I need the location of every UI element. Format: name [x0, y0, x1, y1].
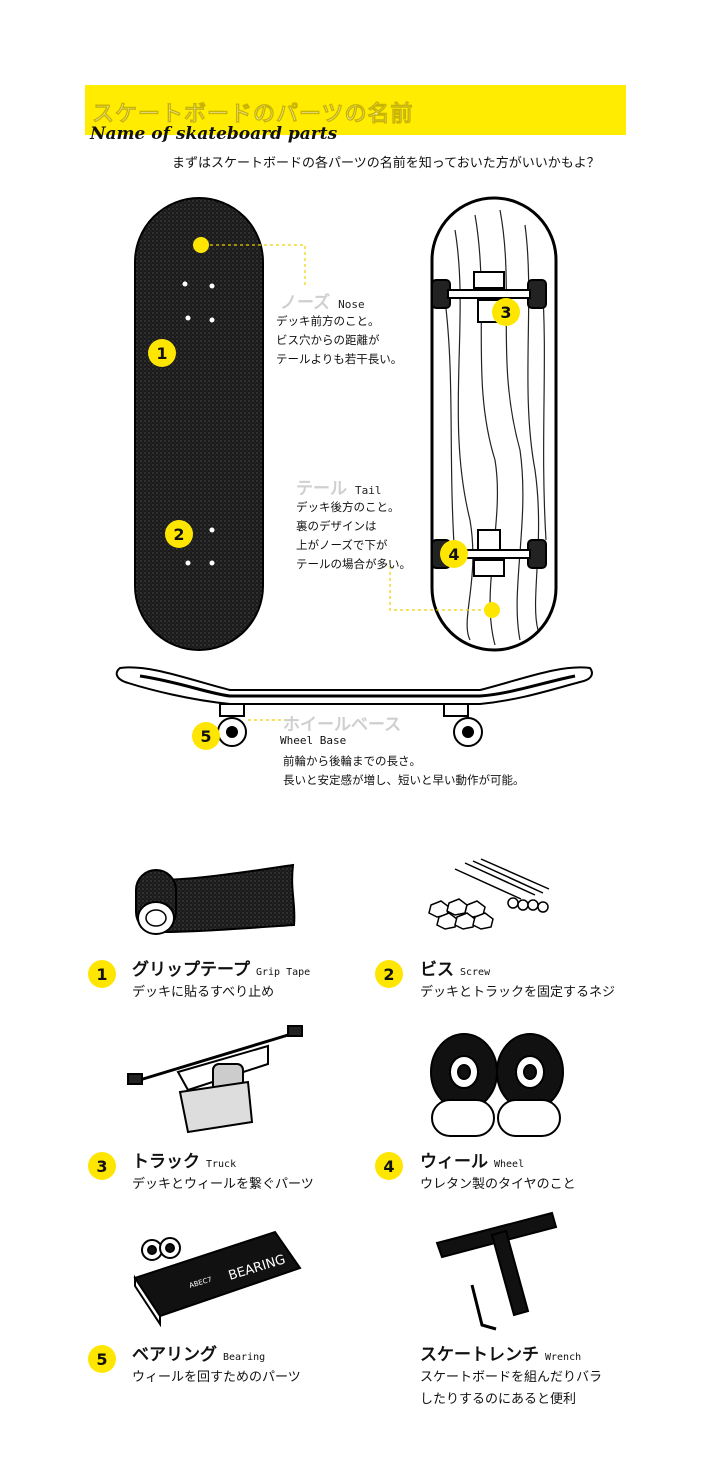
tail-marker — [484, 602, 500, 618]
part-5-name: ベアリング — [132, 1345, 217, 1365]
part-2-en: Screw — [460, 967, 491, 978]
part-3-en: Truck — [206, 1159, 237, 1170]
wrench-illustration — [435, 1211, 558, 1331]
part-3-desc: デッキとウィールを繋ぐパーツ — [132, 1177, 314, 1192]
intro-text: まずはスケートボードの各パーツの名前を知っておいた方がいいかもよ？ — [172, 156, 600, 171]
part-2-desc: デッキとトラックを固定するネジ — [420, 985, 616, 1000]
grip-tape-illustration — [135, 863, 296, 935]
title-banner — [85, 85, 626, 135]
part-3-title: トラック Truck — [132, 1147, 236, 1172]
part-1-number: 1 — [88, 960, 116, 988]
part-6-name: スケートレンチ — [420, 1345, 539, 1365]
part-2-number: 2 — [375, 960, 403, 988]
tail-label-en: Tail — [355, 484, 382, 497]
part-2-title: ビス Screw — [420, 955, 490, 980]
side-trucks — [217, 703, 483, 747]
part-2-name: ビス — [420, 960, 454, 980]
wheelbase-label-jp: ホイールベース — [283, 715, 402, 735]
wheels-illustration — [430, 1033, 564, 1137]
part-4-en: Wheel — [494, 1159, 525, 1170]
part-6-desc: スケートボードを組んだりバラ したりするのにあると便利 — [420, 1370, 603, 1407]
part-6-en: Wrench — [545, 1352, 582, 1363]
marker-3: 3 — [492, 298, 520, 326]
marker-4: 4 — [440, 540, 468, 568]
nose-description: デッキ前方のこと。 ビス穴からの距離が テールよりも若干長い。 — [276, 314, 403, 366]
tail-label: テール Tail — [296, 474, 382, 499]
part-4-name: ウィール — [420, 1152, 488, 1172]
nose-marker — [193, 237, 209, 253]
wheelbase-description: 前輪から後輪までの長さ。 長いと安定感が増し、短いと早い動作が可能。 — [283, 754, 525, 787]
nose-label: ノーズ Nose — [280, 288, 365, 313]
screws-illustration — [428, 858, 550, 930]
part-4-desc: ウレタン製のタイヤのこと — [420, 1177, 576, 1192]
part-5-number: 5 — [88, 1345, 116, 1373]
part-1-name: グリップテープ — [132, 960, 250, 980]
tail-description: デッキ後方のこと。 裏のデザインは 上がノーズで下が テールの場合が多い。 — [296, 500, 411, 571]
part-1-en: Grip Tape — [255, 967, 311, 978]
page-subtitle: Name of skateboard parts — [90, 124, 338, 144]
part-1-desc: デッキに貼るすべり止め — [132, 985, 275, 1000]
part-3-number: 3 — [88, 1152, 116, 1180]
page-title: スケートボードのパーツの名前 — [92, 102, 414, 128]
marker-1: 1 — [148, 339, 176, 367]
part-6-title: スケートレンチ Wrench — [420, 1340, 581, 1365]
part-5-desc: ウィールを回すためのパーツ — [132, 1370, 301, 1385]
part-4-title: ウィール Wheel — [420, 1147, 524, 1172]
part-4-number: 4 — [375, 1152, 403, 1180]
deck-top-view — [134, 197, 264, 651]
bearing-box-illustration: ABEC7 BEARING — [133, 1230, 302, 1328]
wheelbase-label-en: Wheel Base — [280, 734, 347, 747]
marker-5: 5 — [192, 722, 220, 750]
nose-label-jp: ノーズ — [280, 293, 331, 313]
deck-bottom-view — [430, 196, 558, 652]
part-1-title: グリップテープ Grip Tape — [132, 955, 310, 980]
truck-illustration — [127, 1025, 303, 1134]
part-5-title: ベアリング Bearing — [132, 1340, 265, 1365]
deck-diagram — [115, 196, 593, 747]
leader-lines — [210, 244, 490, 721]
tail-label-jp: テール — [296, 479, 347, 499]
part-5-en: Bearing — [223, 1352, 266, 1363]
marker-2: 2 — [165, 520, 193, 548]
part-3-name: トラック — [132, 1152, 200, 1172]
nose-label-en: Nose — [338, 298, 365, 311]
